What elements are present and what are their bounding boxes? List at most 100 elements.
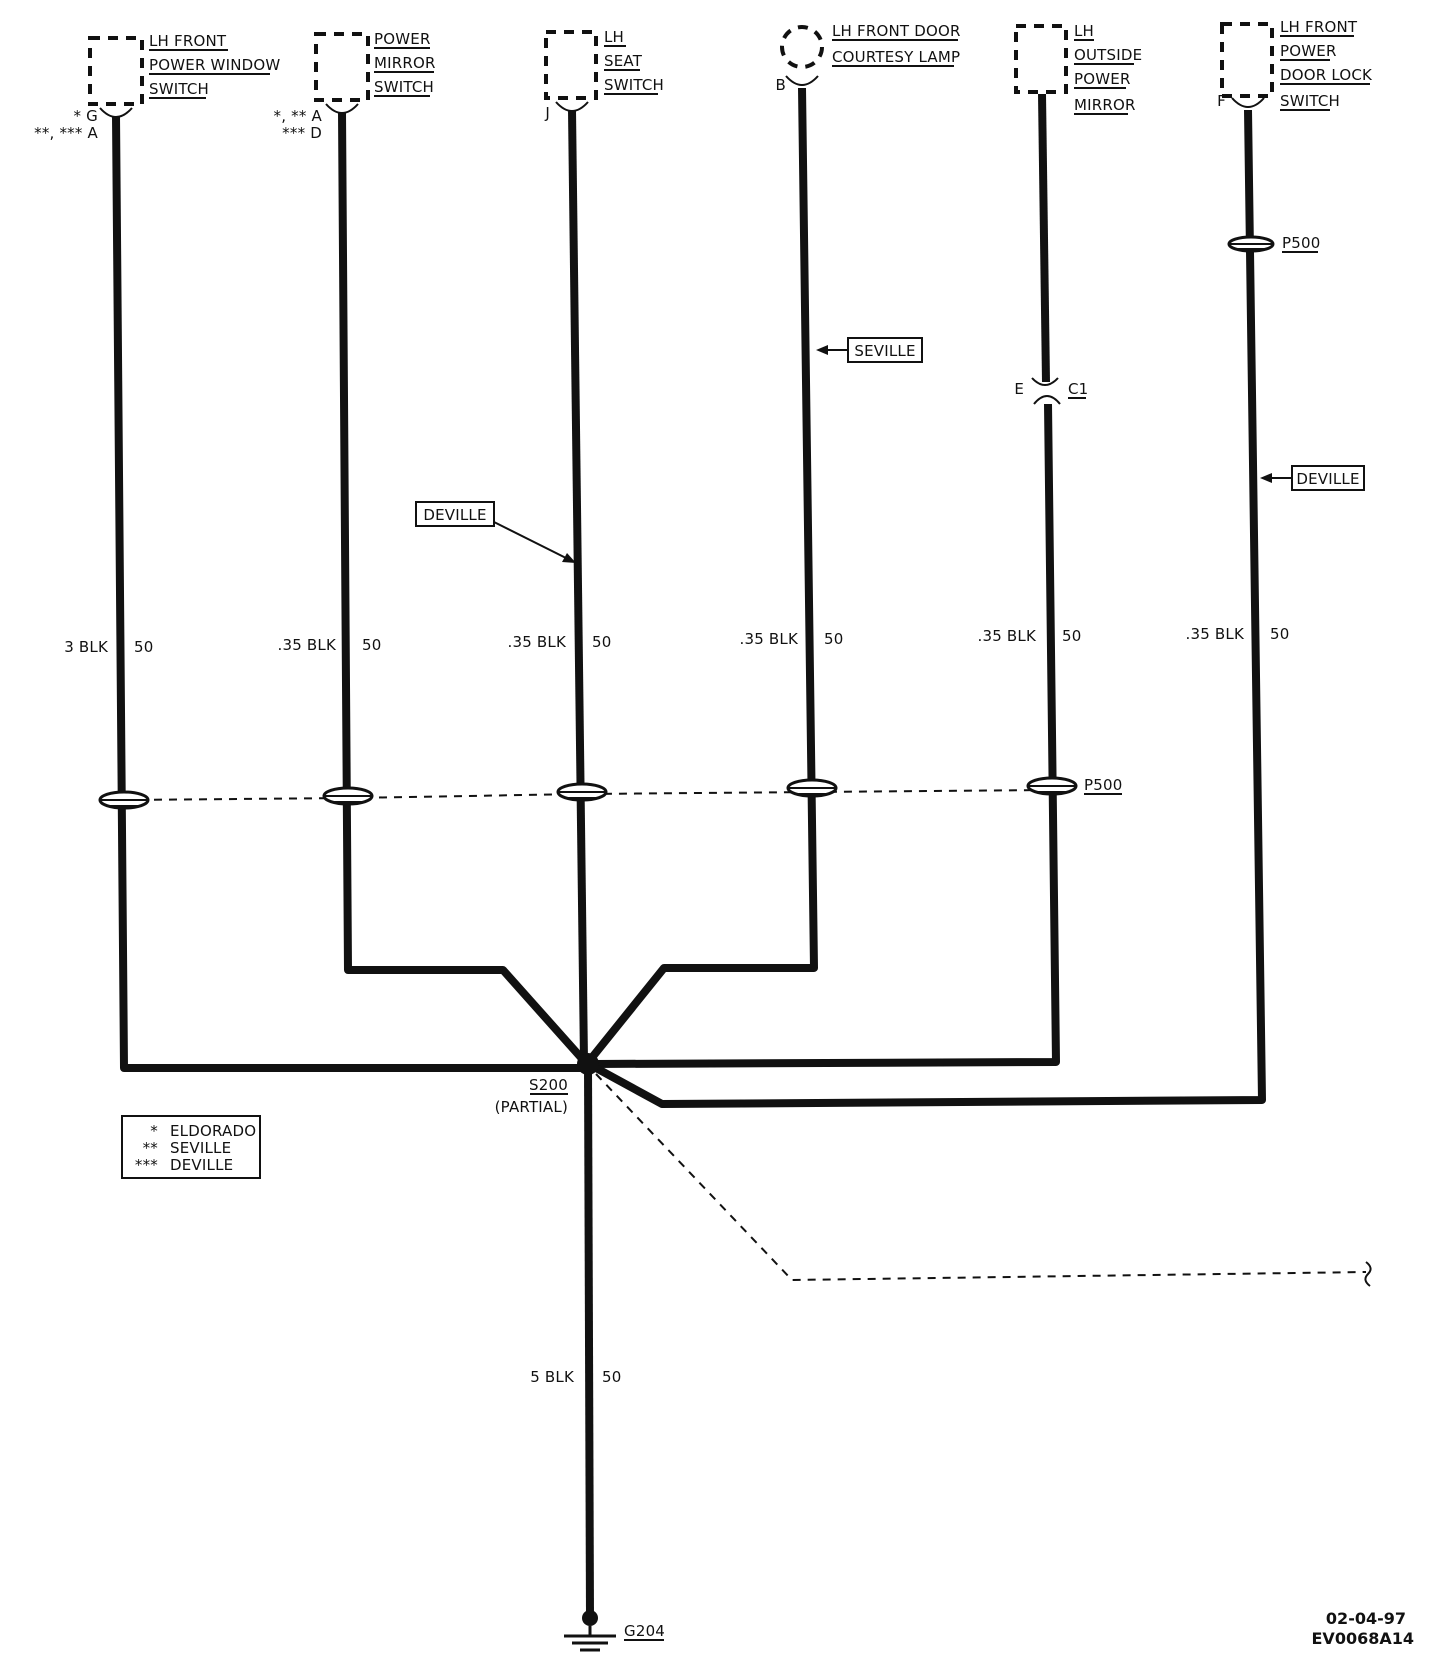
label-line: POWER WINDOW bbox=[149, 56, 280, 74]
wire-label-5: .35 BLK 50 bbox=[977, 627, 1081, 645]
label-line: SWITCH bbox=[1280, 92, 1340, 110]
component-box-power-mirror-switch bbox=[314, 32, 370, 102]
label-line: DOOR LOCK bbox=[1280, 66, 1373, 84]
connector-cup bbox=[1231, 97, 1265, 108]
footer-date: 02-04-97 bbox=[1326, 1609, 1406, 1628]
label-line: SWITCH bbox=[374, 78, 434, 96]
wire-lh-seat-switch bbox=[568, 109, 588, 1063]
label-line: POWER bbox=[1280, 42, 1337, 60]
wire-size-color: 3 BLK bbox=[64, 638, 109, 656]
p500-label-row: P500 bbox=[1084, 776, 1122, 794]
c1-pin-label: E bbox=[1014, 380, 1024, 398]
model-tag-text: DEVILLE bbox=[1296, 470, 1359, 488]
legend-mark: *** bbox=[135, 1156, 158, 1174]
connector-cup bbox=[325, 103, 359, 114]
component-box-lh-outside-power-mirror bbox=[1014, 24, 1068, 94]
wire-lh-front-power-door-lock-switch bbox=[594, 109, 1266, 1108]
p500-connector bbox=[98, 790, 150, 810]
ground-label: G204 bbox=[624, 1622, 665, 1640]
wire-size-color: .35 BLK bbox=[277, 636, 336, 654]
pin-label: J bbox=[544, 104, 550, 122]
model-tag-text: SEVILLE bbox=[854, 342, 915, 360]
label-line: SWITCH bbox=[149, 80, 209, 98]
c1-connector-label: C1 bbox=[1068, 380, 1088, 398]
wire-label-2: .35 BLK 50 bbox=[277, 636, 381, 654]
label-line: SEAT bbox=[604, 52, 643, 70]
continuation-mark bbox=[1364, 1261, 1372, 1287]
p500-connector-top bbox=[1227, 235, 1275, 253]
label-line: MIRROR bbox=[1074, 96, 1136, 114]
wire-lh-outside-power-mirror-upper bbox=[1038, 93, 1050, 383]
c1-connector-top bbox=[1031, 377, 1059, 386]
legend-mark: ** bbox=[143, 1139, 159, 1157]
connector-cup bbox=[785, 75, 819, 86]
wire-lh-front-door-courtesy-lamp bbox=[586, 87, 818, 1063]
label-line: LH bbox=[1074, 22, 1094, 40]
splice-note: (PARTIAL) bbox=[495, 1098, 568, 1116]
label-line: LH FRONT bbox=[149, 32, 227, 50]
pin-label: *** D bbox=[282, 124, 322, 142]
legend-model: ELDORADO bbox=[170, 1122, 256, 1140]
component-box-lh-front-door-courtesy-lamp bbox=[780, 25, 824, 69]
wire-label-3: .35 BLK 50 bbox=[507, 633, 611, 651]
model-tag-text: DEVILLE bbox=[423, 506, 486, 524]
p500-dashed-line bbox=[123, 789, 1053, 801]
label-line: LH bbox=[604, 28, 624, 46]
label-line: OUTSIDE bbox=[1074, 46, 1142, 64]
splice-s200 bbox=[577, 1053, 599, 1075]
label-line: POWER bbox=[1074, 70, 1131, 88]
p500-connector bbox=[556, 782, 608, 802]
wire-lh-front-power-window-switch bbox=[112, 115, 588, 1072]
splice-partial-dashed-lead bbox=[595, 1073, 1367, 1282]
wire-size-color: .35 BLK bbox=[977, 627, 1036, 645]
legend: * ELDORADO ** SEVILLE *** DEVILLE bbox=[121, 1115, 261, 1179]
label-line: MIRROR bbox=[374, 54, 436, 72]
label-line: POWER bbox=[374, 30, 431, 48]
wire-lh-outside-power-mirror-lower bbox=[591, 403, 1060, 1068]
wire-circuit: 50 bbox=[1062, 627, 1082, 645]
wire-circuit: 50 bbox=[824, 630, 844, 648]
wire-size-color: .35 BLK bbox=[739, 630, 798, 648]
p500-connector bbox=[1026, 776, 1078, 796]
wire-circuit: 50 bbox=[592, 633, 612, 651]
component-box-lh-front-power-window-switch bbox=[88, 36, 144, 106]
component-label-lh-outside-power-mirror: LH OUTSIDE POWER MIRROR bbox=[1074, 22, 1142, 115]
p500-connector-row bbox=[98, 776, 1078, 810]
wire-circuit: 50 bbox=[602, 1368, 622, 1386]
component-box-lh-front-power-door-lock-switch bbox=[1220, 22, 1274, 98]
connector-cup bbox=[99, 107, 133, 118]
pin-label: B bbox=[776, 76, 787, 94]
component-box-lh-seat-switch bbox=[544, 30, 598, 100]
label-line: LH FRONT bbox=[1280, 18, 1358, 36]
c1-connector-bottom bbox=[1033, 395, 1061, 405]
pin-label: **, *** A bbox=[34, 124, 98, 142]
p500-connector bbox=[786, 778, 838, 798]
component-label-lh-front-power-window-switch: LH FRONT POWER WINDOW SWITCH * G **, ***… bbox=[34, 32, 280, 142]
splice-name: S200 bbox=[529, 1076, 568, 1094]
wire-size-color: .35 BLK bbox=[1185, 625, 1244, 643]
model-tag-deville-right: DEVILLE bbox=[1260, 465, 1365, 491]
wire-power-mirror-switch bbox=[338, 111, 588, 1065]
model-tag-seville: SEVILLE bbox=[816, 337, 923, 363]
wire-circuit: 50 bbox=[134, 638, 154, 656]
wire-label-4: .35 BLK 50 bbox=[739, 630, 843, 648]
pin-label: F bbox=[1217, 92, 1226, 110]
legend-mark: * bbox=[150, 1122, 158, 1140]
legend-model: SEVILLE bbox=[170, 1139, 231, 1157]
wire-size-color: .35 BLK bbox=[507, 633, 566, 651]
pin-label: *, ** A bbox=[274, 107, 323, 125]
p500-connector bbox=[322, 786, 374, 806]
label-line: LH FRONT DOOR bbox=[832, 22, 961, 40]
wire-size-color: 5 BLK bbox=[530, 1368, 575, 1386]
p500-label-top: P500 bbox=[1282, 234, 1320, 252]
component-label-power-mirror-switch: POWER MIRROR SWITCH *, ** A *** D bbox=[274, 30, 436, 142]
model-tag-deville-left: DEVILLE bbox=[415, 501, 576, 563]
connector-cup bbox=[555, 101, 589, 112]
wire-circuit: 50 bbox=[1270, 625, 1290, 643]
footer-code: EV0068A14 bbox=[1312, 1629, 1415, 1648]
component-label-lh-front-power-door-lock-switch: LH FRONT POWER DOOR LOCK SWITCH F bbox=[1217, 18, 1373, 111]
component-label-lh-seat-switch: LH SEAT SWITCH J bbox=[544, 28, 663, 122]
wire-label-main: 5 BLK 50 bbox=[530, 1368, 621, 1386]
wire-main-to-ground bbox=[584, 1065, 594, 1619]
